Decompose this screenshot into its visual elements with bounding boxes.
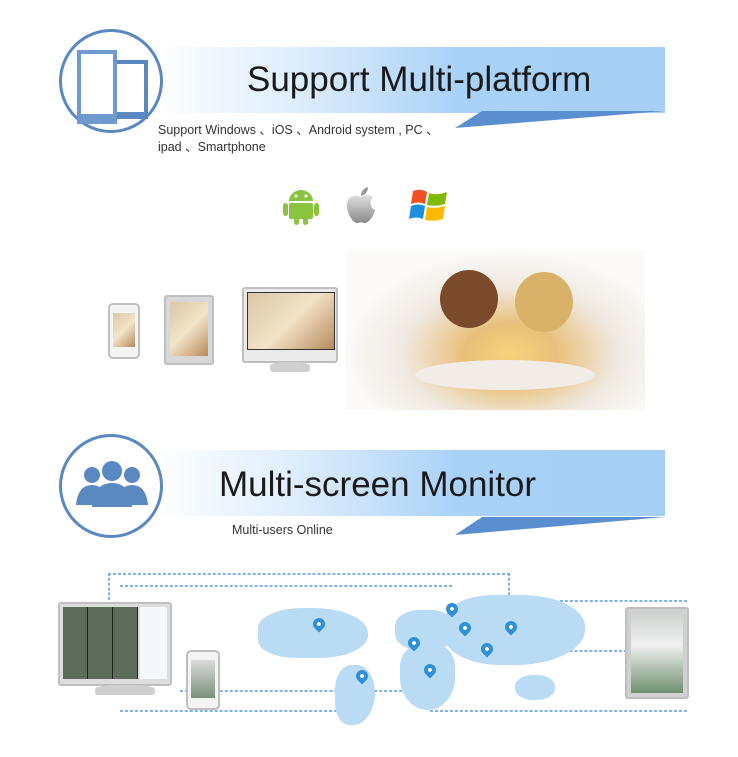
- section2-subtitle: Multi-users Online: [232, 523, 333, 537]
- kids-photo: [345, 250, 645, 410]
- banner-tail: [455, 517, 665, 535]
- connection-line: [108, 573, 110, 605]
- subtitle-line: Support Windows 、iOS 、Android system , P…: [158, 123, 439, 137]
- section2-title: Multi-screen Monitor: [219, 465, 537, 504]
- section1-subtitle: Support Windows 、iOS 、Android system , P…: [158, 122, 439, 156]
- apple-icon: [346, 187, 375, 224]
- monitor-image: [242, 287, 338, 363]
- windows-icon: [409, 189, 447, 221]
- phone-image: [108, 303, 140, 359]
- subtitle-line: ipad 、Smartphone: [158, 140, 266, 154]
- banner-background: [150, 47, 665, 113]
- users-icon: [59, 434, 163, 538]
- connection-line: [120, 585, 452, 587]
- banner-tail: [455, 111, 665, 128]
- devices-icon: [59, 29, 163, 133]
- monitor-cctv-image: [58, 602, 172, 686]
- phone-cctv-image: [186, 650, 220, 710]
- section1-title: Support Multi-platform: [247, 60, 592, 99]
- connection-line: [560, 600, 687, 602]
- monitor-stand: [95, 685, 155, 695]
- connection-line: [120, 710, 362, 712]
- connection-line: [108, 573, 510, 575]
- monitor-stand: [270, 362, 310, 372]
- tablet-cctv-image: [625, 607, 689, 699]
- tablet-image: [164, 295, 214, 365]
- android-icon: [283, 190, 319, 225]
- banner-background: [150, 450, 665, 516]
- connection-line: [430, 710, 687, 712]
